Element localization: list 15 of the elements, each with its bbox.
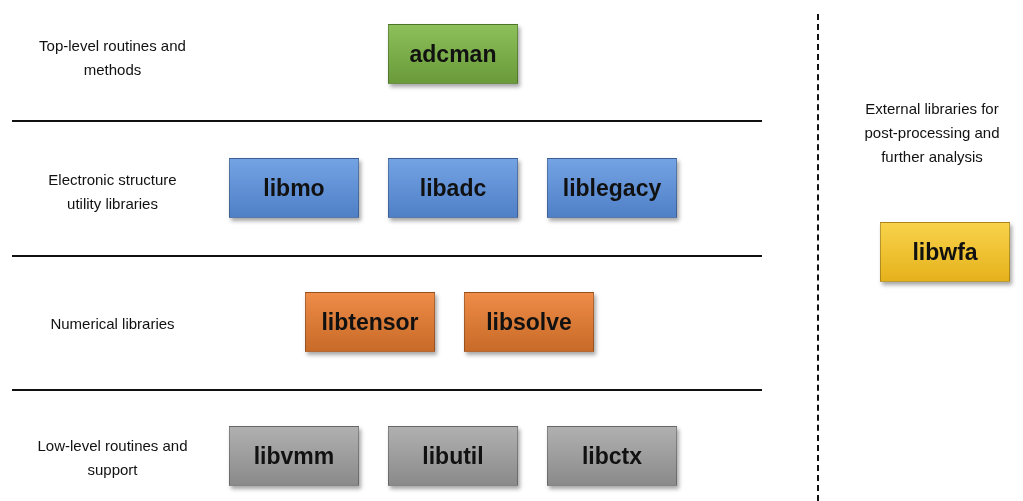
library-box: libtensor (305, 292, 435, 352)
library-box: libadc (388, 158, 518, 218)
layer-label: Low-level routines and support (36, 436, 189, 480)
layer-label: Top-level routines and methods (38, 36, 187, 80)
library-box: libutil (388, 426, 518, 486)
library-box: adcman (388, 24, 518, 84)
layer-label: Numerical libraries (49, 314, 176, 334)
library-box: libwfa (880, 222, 1010, 282)
library-box: libsolve (464, 292, 594, 352)
library-box: liblegacy (547, 158, 677, 218)
library-box: libvmm (229, 426, 359, 486)
column-heading: External libraries for post-processing and further analysis (863, 99, 1001, 167)
layer-label: Electronic structure utility libraries (47, 170, 178, 214)
library-box: libctx (547, 426, 677, 486)
library-box: libmo (229, 158, 359, 218)
